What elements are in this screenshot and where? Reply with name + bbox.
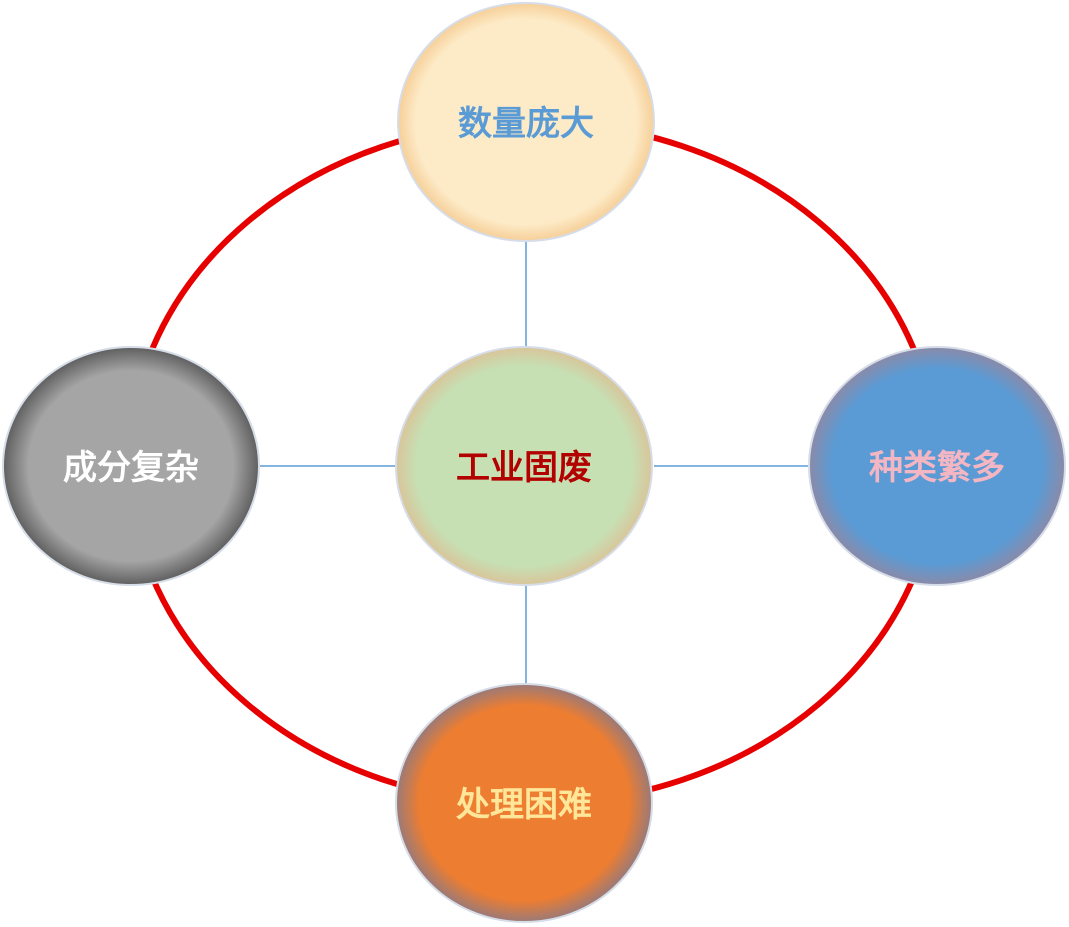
node-top-circle [397, 2, 655, 242]
node-bottom-circle [395, 683, 653, 923]
connectors [260, 240, 808, 686]
node-right-label: 种类繁多 [869, 448, 1005, 488]
node-center-circle [395, 346, 653, 586]
node-right: 种类繁多 [808, 346, 1066, 586]
node-bottom-label: 处理困难 [455, 785, 592, 825]
node-top: 数量庞大 [397, 2, 655, 242]
node-top-label: 数量庞大 [458, 104, 594, 144]
node-center-label: 工业固废 [456, 448, 592, 488]
node-center: 工业固废 [395, 346, 653, 586]
node-bottom: 处理困难 [395, 683, 653, 923]
node-right-circle [808, 346, 1066, 586]
node-left: 成分复杂 [2, 346, 260, 586]
node-left-circle [2, 346, 260, 586]
node-left-label: 成分复杂 [63, 448, 199, 488]
